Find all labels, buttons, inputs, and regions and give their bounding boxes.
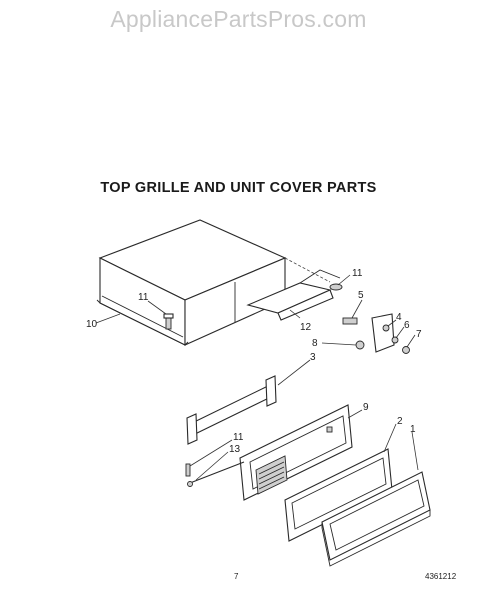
front-grille-inner bbox=[329, 479, 425, 551]
callout-10: 10 bbox=[86, 319, 98, 330]
hinge-washer bbox=[355, 340, 365, 350]
callout-4: 4 bbox=[396, 312, 402, 323]
callout-8: 8 bbox=[312, 338, 318, 349]
unit-cover-part bbox=[96, 219, 331, 346]
front-grille-part bbox=[321, 471, 431, 567]
leader-13 bbox=[195, 451, 229, 481]
louver-line-2 bbox=[258, 466, 285, 480]
leader-2 bbox=[383, 423, 397, 453]
callout-leaders bbox=[95, 274, 419, 481]
callout-9: 9 bbox=[363, 402, 369, 413]
grille-bracket-left-end bbox=[186, 413, 198, 445]
callout-3: 3 bbox=[310, 352, 316, 363]
grille-bracket-part bbox=[186, 375, 277, 445]
louver-line-4 bbox=[258, 476, 285, 490]
gasket-inner bbox=[291, 457, 387, 530]
grille-bracket-body bbox=[187, 384, 276, 436]
watermark: AppliancePartsPros.com bbox=[110, 6, 367, 32]
grille-louver-panel bbox=[255, 455, 288, 495]
leader-5 bbox=[351, 299, 363, 319]
bracket-screw-head bbox=[329, 283, 343, 291]
leader-4 bbox=[387, 319, 397, 327]
callout-6: 6 bbox=[404, 320, 410, 331]
leader-9 bbox=[347, 409, 363, 419]
callout-11-cover: 11 bbox=[138, 292, 149, 303]
hinge-nut-c bbox=[402, 346, 410, 354]
bracket-screw bbox=[329, 283, 343, 291]
cover-screw-head bbox=[163, 313, 174, 319]
page-number: 7 bbox=[234, 572, 239, 581]
leader-11b bbox=[337, 274, 351, 286]
leader-1 bbox=[411, 431, 419, 471]
front-grille-depth bbox=[321, 510, 431, 567]
callout-numbers: 10 11 11 12 5 4 6 7 8 3 9 2 1 11 13 bbox=[86, 268, 422, 455]
callout-11-grille: 11 bbox=[233, 432, 244, 443]
unit-cover-flange bbox=[96, 299, 189, 346]
hinge-hardware-group bbox=[342, 313, 410, 354]
hinge-pin bbox=[342, 317, 358, 325]
hinge-plate bbox=[371, 313, 395, 353]
unit-cover-edge bbox=[101, 295, 184, 338]
rear-bracket-part bbox=[246, 269, 341, 321]
callout-2: 2 bbox=[397, 416, 403, 427]
leader-8 bbox=[321, 342, 357, 346]
grille-frame-inner bbox=[249, 415, 347, 490]
grille-bracket-right-end bbox=[265, 375, 277, 407]
rear-bracket-edge bbox=[277, 289, 334, 321]
grille-rod-end bbox=[187, 481, 193, 487]
document-number: 4361212 bbox=[425, 572, 457, 581]
leader-3 bbox=[277, 359, 311, 386]
rear-bracket-tab bbox=[299, 269, 341, 284]
grille-screw bbox=[185, 463, 191, 477]
grille-screw-and-rod bbox=[185, 461, 245, 487]
cover-alignment-line bbox=[284, 257, 331, 283]
grille-frame-part bbox=[239, 404, 353, 501]
leader-10 bbox=[95, 313, 121, 324]
callout-13: 13 bbox=[229, 444, 241, 455]
callout-7: 7 bbox=[416, 329, 422, 340]
leader-6 bbox=[395, 326, 405, 339]
callout-12: 12 bbox=[300, 322, 312, 333]
leader-11a bbox=[147, 300, 167, 315]
callout-5: 5 bbox=[358, 290, 364, 301]
hinge-nut-a bbox=[382, 324, 390, 332]
callout-11-bracket: 11 bbox=[352, 268, 363, 279]
leader-7 bbox=[406, 334, 416, 348]
diagram-title: TOP GRILLE AND UNIT COVER PARTS bbox=[100, 180, 377, 196]
leader-11c bbox=[189, 439, 233, 467]
grille-clip bbox=[326, 426, 333, 433]
cover-screw bbox=[163, 313, 174, 330]
cover-screw-shank bbox=[165, 316, 172, 330]
hinge-nut-b bbox=[391, 336, 399, 344]
callout-1: 1 bbox=[410, 424, 416, 435]
leader-12 bbox=[289, 309, 301, 319]
louver-line-3 bbox=[258, 471, 285, 485]
grille-rod bbox=[189, 461, 245, 484]
louver-line-1 bbox=[258, 461, 285, 475]
